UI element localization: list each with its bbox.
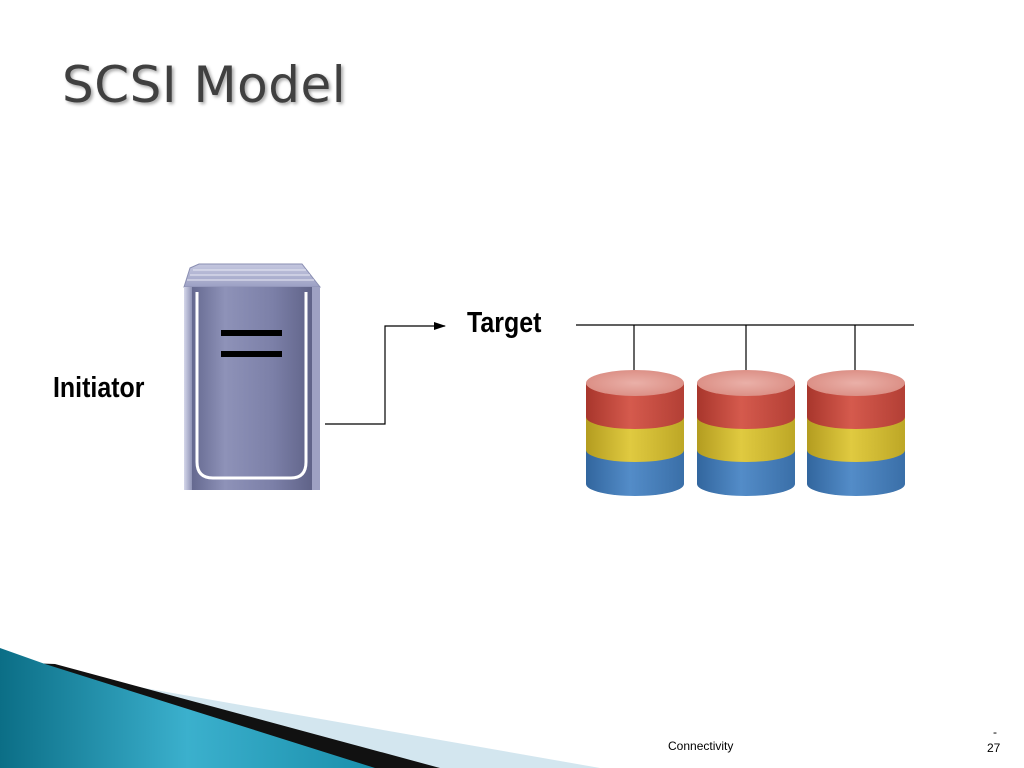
initiator-target-connector — [325, 322, 446, 425]
page-number-dash: - — [993, 725, 997, 739]
footer-title: Connectivity — [668, 739, 734, 753]
page-number: 27 — [987, 741, 1001, 755]
initiator-label: Initiator — [53, 372, 145, 404]
disk-icon — [697, 325, 795, 496]
disk-array — [586, 325, 905, 496]
footer-swoosh — [0, 648, 600, 768]
target-label: Target — [467, 307, 542, 339]
disk-icon — [586, 325, 684, 496]
disk-icon — [807, 325, 905, 496]
server-icon — [183, 263, 322, 490]
page-title: SCSI Model — [62, 56, 347, 114]
